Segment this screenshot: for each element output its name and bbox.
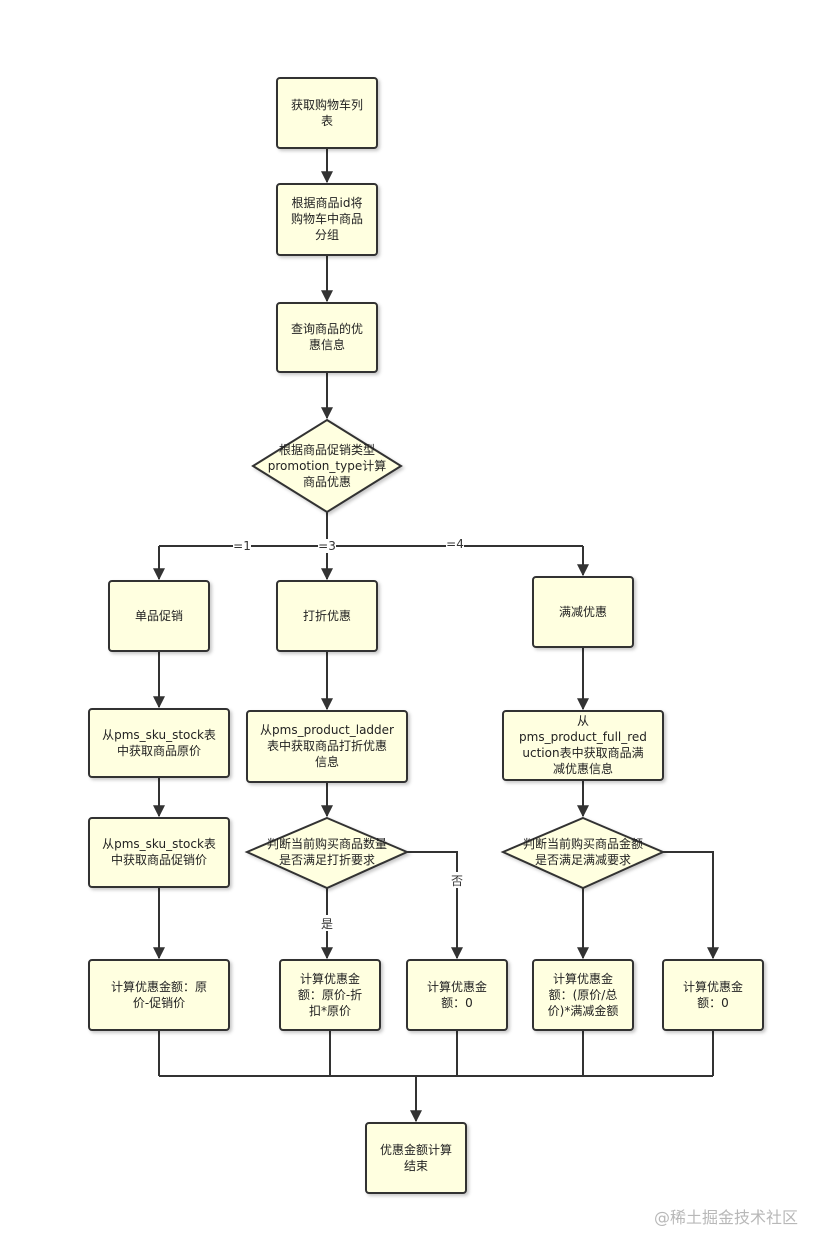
node-discount-promotion: 打折优惠 (276, 580, 378, 652)
node-label-line: promotion_type计算 (268, 458, 386, 473)
node-label: 计算优惠金额：0 (427, 979, 487, 1010)
node-label-line: 计算优惠金 (427, 979, 487, 994)
node-end: 优惠金额计算结束 (365, 1122, 467, 1194)
node-label: 计算优惠金额：原价-折扣*原价 (298, 971, 362, 1018)
watermark: @稀土掘金技术社区 (653, 1208, 798, 1227)
node-label-line: 从pms_sku_stock表 (102, 837, 216, 851)
node-calc-discount: 计算优惠金额：原价-折扣*原价 (279, 959, 381, 1031)
node-label-line: 商品优惠 (303, 474, 351, 489)
node-get-cart: 获取购物车列表 (276, 77, 378, 149)
node-label: 查询商品的优惠信息 (291, 321, 363, 352)
edge-judgeqty-no (407, 851, 463, 960)
edge-label-yes: 是 (321, 917, 333, 931)
node-label-line: 额：(原价/总 (549, 988, 618, 1002)
node-label-line: 表中获取商品打折优惠 (267, 738, 387, 753)
node-group-by-id: 根据商品id将购物车中商品分组 (276, 183, 378, 256)
node-label: 根据商品id将购物车中商品分组 (291, 195, 363, 242)
node-label-line: 价-促销价 (133, 996, 185, 1010)
node-label: 从pms_sku_stock表中获取商品原价 (102, 728, 216, 758)
node-calc-zero-1: 计算优惠金额：0 (406, 959, 508, 1031)
node-label-line: 结束 (404, 1159, 428, 1173)
node-label-line: 是否满足打折要求 (279, 852, 375, 867)
node-label-line: 计算优惠金 (683, 979, 743, 994)
node-label-line: pms_product_full_red (519, 730, 647, 744)
node-label: 判断当前购买商品数量是否满足打折要求 (267, 836, 387, 867)
node-label-line: 判断当前购买商品数量 (267, 836, 387, 851)
node-label-line: 价)*满减金额 (548, 1003, 619, 1018)
node-label: 满减优惠 (559, 605, 607, 619)
node-label: 判断当前购买商品金额是否满足满减要求 (523, 836, 643, 867)
edge-label-no: 否 (451, 874, 463, 888)
node-label-line: 计算优惠金 (300, 971, 360, 986)
edge-label-eq1: =1 (233, 539, 251, 553)
node-label-line: 减优惠信息 (553, 761, 613, 776)
node-label-line: 从pms_sku_stock表 (102, 728, 216, 742)
node-label-line: 计算优惠金 (553, 971, 613, 986)
node-label-line: 购物车中商品 (291, 211, 363, 226)
node-label: 打折优惠 (303, 608, 351, 623)
node-label-line: 惠信息 (309, 337, 345, 352)
node-full-reduction: 满减优惠 (532, 576, 634, 648)
node-label-line: 根据商品促销类型 (279, 442, 375, 457)
node-label-line: 打折优惠 (303, 608, 351, 623)
node-label-line: 是否满足满减要求 (535, 853, 631, 867)
node-single-promotion: 单品促销 (108, 580, 210, 652)
node-label: 计算优惠金额：0 (683, 979, 743, 1010)
node-label-line: 扣*原价 (309, 1004, 351, 1018)
edge-label-eq4: =4 (446, 537, 464, 551)
node-label-line: 查询商品的优 (291, 321, 363, 336)
node-label-line: 表 (321, 114, 333, 128)
node-label-line: 从pms_product_ladder (260, 723, 394, 737)
node-label: 计算优惠金额：原价-促销价 (111, 979, 207, 1010)
node-label-line: 根据商品id将 (292, 195, 363, 210)
node-judge-amount: 判断当前购买商品金额是否满足满减要求 (500, 816, 666, 890)
node-label-line: 优惠金额计算 (380, 1142, 452, 1157)
node-calc-single: 计算优惠金额：原价-促销价 (88, 959, 230, 1031)
node-label: 单品促销 (135, 609, 183, 623)
edge-label-eq3: =3 (318, 539, 336, 553)
node-label-line: 从 (577, 714, 589, 728)
node-label-line: uction表中获取商品满 (522, 745, 643, 760)
node-label-line: 获取购物车列 (291, 97, 363, 112)
node-label-line: 判断当前购买商品金额 (523, 836, 643, 851)
node-label-line: 额：原价-折 (298, 987, 362, 1002)
node-judge-quantity: 判断当前购买商品数量是否满足打折要求 (244, 816, 410, 890)
node-query-promotion: 查询商品的优惠信息 (276, 302, 378, 373)
node-get-original-price: 从pms_sku_stock表中获取商品原价 (88, 708, 230, 778)
node-label: 优惠金额计算结束 (380, 1142, 452, 1173)
node-label: 获取购物车列表 (291, 97, 363, 128)
node-calc-zero-2: 计算优惠金额：0 (662, 959, 764, 1031)
node-label-line: 中获取商品促销价 (111, 852, 207, 867)
node-label-line: 额：0 (697, 996, 729, 1010)
node-calc-full: 计算优惠金额：(原价/总价)*满减金额 (532, 959, 634, 1031)
node-label: 计算优惠金额：(原价/总价)*满减金额 (548, 971, 619, 1018)
node-get-promo-price: 从pms_sku_stock表中获取商品促销价 (88, 817, 230, 888)
node-label-line: 分组 (315, 228, 339, 242)
node-label-line: 计算优惠金额：原 (111, 979, 207, 994)
node-label-line: 中获取商品原价 (117, 743, 201, 758)
node-label: 从pms_sku_stock表中获取商品促销价 (102, 837, 216, 867)
node-label-line: 单品促销 (135, 609, 183, 623)
edge-judgeamt-no (663, 851, 719, 960)
node-label-line: 额：0 (441, 996, 473, 1010)
node-label-line: 满减优惠 (559, 605, 607, 619)
node-label-line: 信息 (315, 754, 339, 769)
